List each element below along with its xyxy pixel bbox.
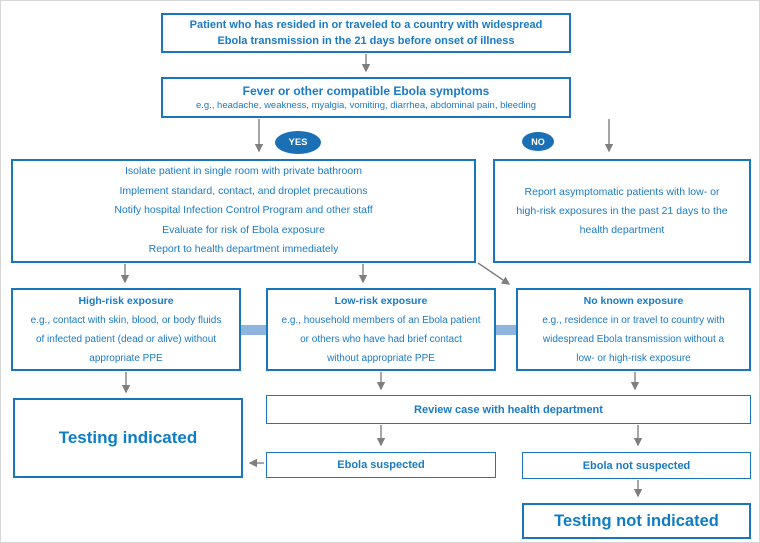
high-risk-detail: e.g., contact with skin, blood, or body … — [30, 314, 222, 326]
no-exposure-title: No known exposure — [583, 294, 684, 307]
report-line: high-risk exposures in the past 21 days … — [516, 204, 728, 217]
no-exposure-detail: widespread Ebola transmission without a — [542, 333, 725, 345]
node-symptoms-title: Fever or other compatible Ebola symptoms — [242, 83, 490, 98]
arrow-isolate-to-noexposure — [477, 262, 511, 285]
decision-yes-badge: YES — [275, 131, 321, 154]
node-symptoms-examples: e.g., headache, weakness, myalgia, vomit… — [195, 99, 537, 111]
node-isolate-actions: Isolate patient in single room with priv… — [11, 159, 476, 263]
isolate-action: Evaluate for risk of Ebola exposure — [162, 223, 325, 236]
node-high-risk-exposure: High-risk exposure e.g., contact with sk… — [11, 288, 241, 371]
no-exposure-detail: low- or high-risk exposure — [576, 352, 691, 364]
high-risk-detail: of infected patient (dead or alive) with… — [35, 333, 217, 345]
connector-high-low — [241, 325, 266, 335]
no-exposure-detail: e.g., residence in or travel to country … — [542, 314, 725, 326]
node-ebola-suspected: Ebola suspected — [266, 452, 496, 478]
high-risk-detail: appropriate PPE — [89, 352, 163, 364]
connector-low-noexposure — [496, 325, 516, 335]
isolate-action: Notify hospital Infection Control Progra… — [114, 204, 373, 217]
low-risk-detail: or others who have had brief contact — [300, 333, 462, 345]
high-risk-title: High-risk exposure — [78, 294, 174, 307]
report-line: Report asymptomatic patients with low- o… — [524, 185, 720, 198]
node-testing-indicated: Testing indicated — [13, 398, 243, 478]
low-risk-detail: without appropriate PPE — [327, 352, 435, 364]
node-review-with-health-dept: Review case with health department — [266, 395, 751, 424]
low-risk-detail: e.g., household members of an Ebola pati… — [281, 314, 481, 326]
isolate-action: Implement standard, contact, and droplet… — [119, 184, 368, 197]
decision-no-badge: NO — [522, 132, 554, 151]
isolate-action: Report to health department immediately — [148, 243, 339, 256]
isolate-action: Isolate patient in single room with priv… — [125, 165, 362, 178]
low-risk-title: Low-risk exposure — [334, 294, 428, 307]
node-symptoms: Fever or other compatible Ebola symptoms… — [161, 77, 571, 118]
report-line: health department — [579, 223, 665, 236]
node-low-risk-exposure: Low-risk exposure e.g., household member… — [266, 288, 496, 371]
node-report-asymptomatic: Report asymptomatic patients with low- o… — [493, 159, 751, 263]
node-testing-not-indicated: Testing not indicated — [522, 503, 751, 539]
node-no-known-exposure: No known exposure e.g., residence in or … — [516, 288, 751, 371]
node-travel-history-line1: Patient who has resided in or traveled t… — [189, 19, 543, 31]
node-travel-history: Patient who has resided in or traveled t… — [161, 13, 571, 53]
node-travel-history-line2: Ebola transmission in the 21 days before… — [217, 35, 515, 47]
node-ebola-not-suspected: Ebola not suspected — [522, 452, 751, 479]
